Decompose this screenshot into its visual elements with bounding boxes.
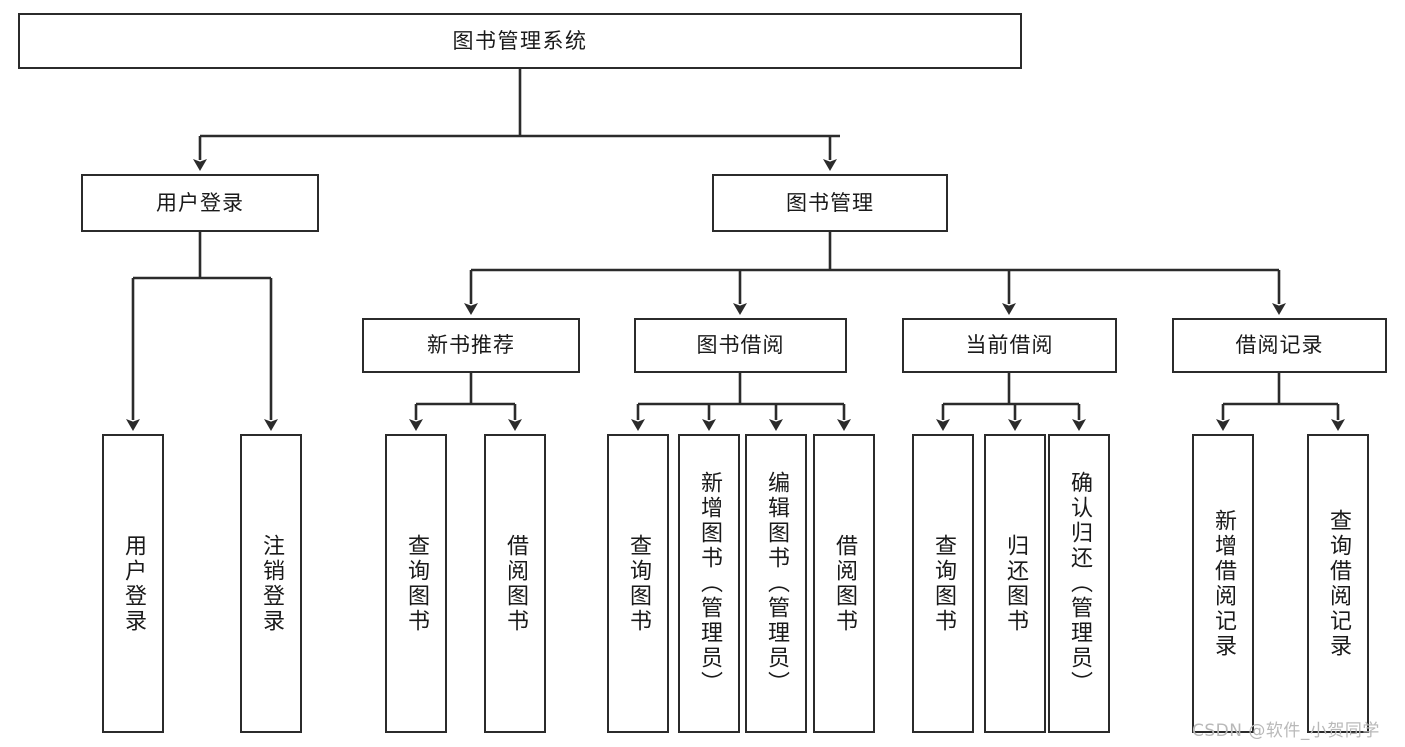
leaf-edit-book-label: 编辑图书（管理员）: [764, 471, 789, 696]
leaf-query-book-1-label: 查询图书: [404, 533, 429, 634]
node-new-book-recommendation[interactable]: 新书推荐: [362, 318, 580, 373]
leaf-user-login-label: 用户登录: [121, 533, 146, 634]
leaf-confirm-return[interactable]: 确认归还（管理员）: [1048, 434, 1110, 733]
node-borrow-record[interactable]: 借阅记录: [1172, 318, 1387, 373]
leaf-return-book-label: 归还图书: [1003, 533, 1028, 634]
leaf-return-book[interactable]: 归还图书: [984, 434, 1046, 733]
node-borrow-record-label: 借阅记录: [1235, 333, 1324, 358]
leaf-logout[interactable]: 注销登录: [240, 434, 302, 733]
node-current-borrow[interactable]: 当前借阅: [902, 318, 1117, 373]
node-book-manage[interactable]: 图书管理: [712, 174, 948, 232]
leaf-borrow-book-2-label: 借阅图书: [832, 533, 857, 634]
node-book-borrow[interactable]: 图书借阅: [634, 318, 847, 373]
leaf-confirm-return-label: 确认归还（管理员）: [1067, 471, 1092, 696]
leaf-borrow-book-1-label: 借阅图书: [503, 533, 528, 634]
node-book-borrow-label: 图书借阅: [696, 333, 785, 358]
leaf-query-book-3-label: 查询图书: [931, 533, 956, 634]
watermark: CSDN @软件_小贺同学: [1192, 721, 1380, 741]
leaf-query-book-2[interactable]: 查询图书: [607, 434, 669, 733]
node-root[interactable]: 图书管理系统: [18, 13, 1022, 69]
leaf-borrow-book-2[interactable]: 借阅图书: [813, 434, 875, 733]
node-user-login-label: 用户登录: [156, 190, 244, 215]
node-book-manage-label: 图书管理: [786, 190, 874, 215]
leaf-query-borrow-record-label: 查询借阅记录: [1326, 508, 1351, 659]
node-new-book-recommendation-label: 新书推荐: [427, 333, 515, 358]
leaf-add-book[interactable]: 新增图书（管理员）: [678, 434, 740, 733]
leaf-query-borrow-record[interactable]: 查询借阅记录: [1307, 434, 1369, 733]
leaf-edit-book[interactable]: 编辑图书（管理员）: [745, 434, 807, 733]
node-current-borrow-label: 当前借阅: [965, 333, 1054, 358]
node-user-login[interactable]: 用户登录: [81, 174, 319, 232]
leaf-add-borrow-record-label: 新增借阅记录: [1211, 508, 1236, 659]
leaf-query-book-3[interactable]: 查询图书: [912, 434, 974, 733]
leaf-add-book-label: 新增图书（管理员）: [697, 471, 722, 696]
node-root-label: 图书管理系统: [452, 28, 588, 53]
leaf-logout-label: 注销登录: [259, 533, 284, 634]
leaf-borrow-book-1[interactable]: 借阅图书: [484, 434, 546, 733]
leaf-user-login[interactable]: 用户登录: [102, 434, 164, 733]
leaf-query-book-2-label: 查询图书: [626, 533, 651, 634]
leaf-add-borrow-record[interactable]: 新增借阅记录: [1192, 434, 1254, 733]
leaf-query-book-1[interactable]: 查询图书: [385, 434, 447, 733]
